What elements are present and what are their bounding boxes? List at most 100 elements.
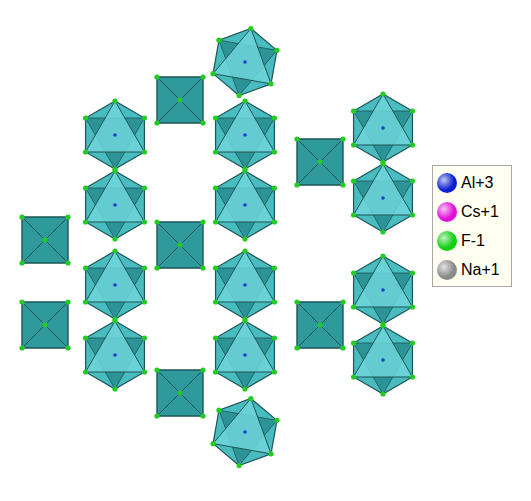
f-atom: [142, 335, 147, 340]
octahedron-edge: [22, 217, 68, 263]
al-atom: [113, 283, 117, 287]
f-atom: [236, 93, 241, 98]
f-atom: [294, 136, 299, 141]
f-atom: [380, 161, 385, 166]
atom-swatch: [437, 202, 457, 222]
octahedron-face: [86, 321, 145, 372]
f-atom: [65, 260, 70, 265]
f-atom: [200, 74, 205, 79]
f-atom: [274, 418, 279, 423]
octahedron-outline: [354, 94, 413, 162]
f-atom: [83, 185, 88, 190]
al-atom: [243, 353, 247, 357]
f-atom: [213, 335, 218, 340]
octahedron: [19, 299, 70, 350]
f-atom: [272, 299, 277, 304]
octahedron-outline: [86, 251, 145, 319]
al-atom: [243, 430, 247, 434]
octahedron-outline: [213, 29, 277, 96]
octahedron-outline: [216, 251, 275, 319]
f-atom: [65, 299, 70, 304]
f-atom: [351, 304, 356, 309]
octahedron-outline: [157, 370, 203, 416]
f-atom: [340, 299, 345, 304]
octahedron-face: [213, 29, 271, 84]
octahedron: [210, 396, 279, 468]
f-atom: [340, 136, 345, 141]
f-atom: [294, 299, 299, 304]
f-atom: [83, 335, 88, 340]
f-atom: [83, 115, 88, 120]
f-atom: [242, 98, 247, 103]
al-atom: [381, 358, 385, 362]
f-atom: [380, 229, 385, 234]
octahedron-outline: [86, 171, 145, 239]
octahedron-face: [86, 171, 145, 222]
octahedron-edge: [22, 302, 68, 348]
f-atom: [272, 185, 277, 190]
f-atom: [19, 345, 24, 350]
octahedron-edge: [157, 77, 203, 123]
octahedron-outline: [157, 222, 203, 268]
f-atom: [213, 369, 218, 374]
octahedron-edge: [297, 302, 343, 348]
f-atom: [410, 108, 415, 113]
octahedron: [351, 323, 415, 396]
octahedron-edge: [297, 302, 343, 348]
f-atom: [154, 219, 159, 224]
f-atom: [112, 168, 117, 173]
f-atom: [274, 48, 279, 53]
octahedron: [351, 161, 415, 234]
square-octahedra: [19, 74, 345, 418]
f-atom: [272, 219, 277, 224]
f-atom: [294, 182, 299, 187]
octahedron: [154, 74, 205, 125]
f-atom: [83, 265, 88, 270]
f-atom: [242, 168, 247, 173]
octahedron: [213, 318, 277, 391]
octahedron: [154, 367, 205, 418]
octahedron: [213, 98, 277, 171]
octahedron-outline: [86, 321, 145, 389]
octahedron: [213, 248, 277, 321]
f-atom: [200, 413, 205, 418]
octahedron-edge: [157, 222, 203, 268]
f-atom: [410, 270, 415, 275]
octahedron-outline: [354, 256, 413, 324]
f-atom: [154, 120, 159, 125]
octahedron-face: [354, 94, 413, 145]
al-atom: [113, 133, 117, 137]
octahedron: [351, 91, 415, 164]
f-atom: [380, 323, 385, 328]
f-atom: [200, 120, 205, 125]
f-atom: [340, 345, 345, 350]
octahedron: [83, 98, 147, 171]
f-atom: [83, 299, 88, 304]
legend-row: Na+1: [433, 257, 513, 283]
octahedron-edge: [297, 139, 343, 185]
octahedron-outline: [216, 171, 275, 239]
f-atom: [272, 265, 277, 270]
octahedron: [83, 318, 147, 391]
al-atom: [381, 288, 385, 292]
al-atom: [113, 203, 117, 207]
octahedron-edge: [22, 217, 68, 263]
f-atom: [142, 265, 147, 270]
al-atom: [243, 60, 247, 64]
f-atom: [248, 26, 253, 31]
legend-box: Al+3Cs+1F-1Na+1: [432, 165, 512, 287]
octahedron-face: [216, 171, 275, 222]
f-atom: [242, 236, 247, 241]
f-atom: [210, 71, 215, 76]
legend-label: Na+1: [461, 260, 500, 280]
f-atom: [410, 340, 415, 345]
octahedron: [83, 168, 147, 241]
octahedron: [154, 219, 205, 270]
legend-row: Cs+1: [433, 199, 513, 225]
octahedron-face: [216, 101, 275, 152]
octahedron-face: [354, 326, 413, 377]
f-atom: [242, 248, 247, 253]
octahedron-edge: [297, 139, 343, 185]
octahedron-face: [216, 251, 275, 302]
atom-swatch: [437, 231, 457, 251]
